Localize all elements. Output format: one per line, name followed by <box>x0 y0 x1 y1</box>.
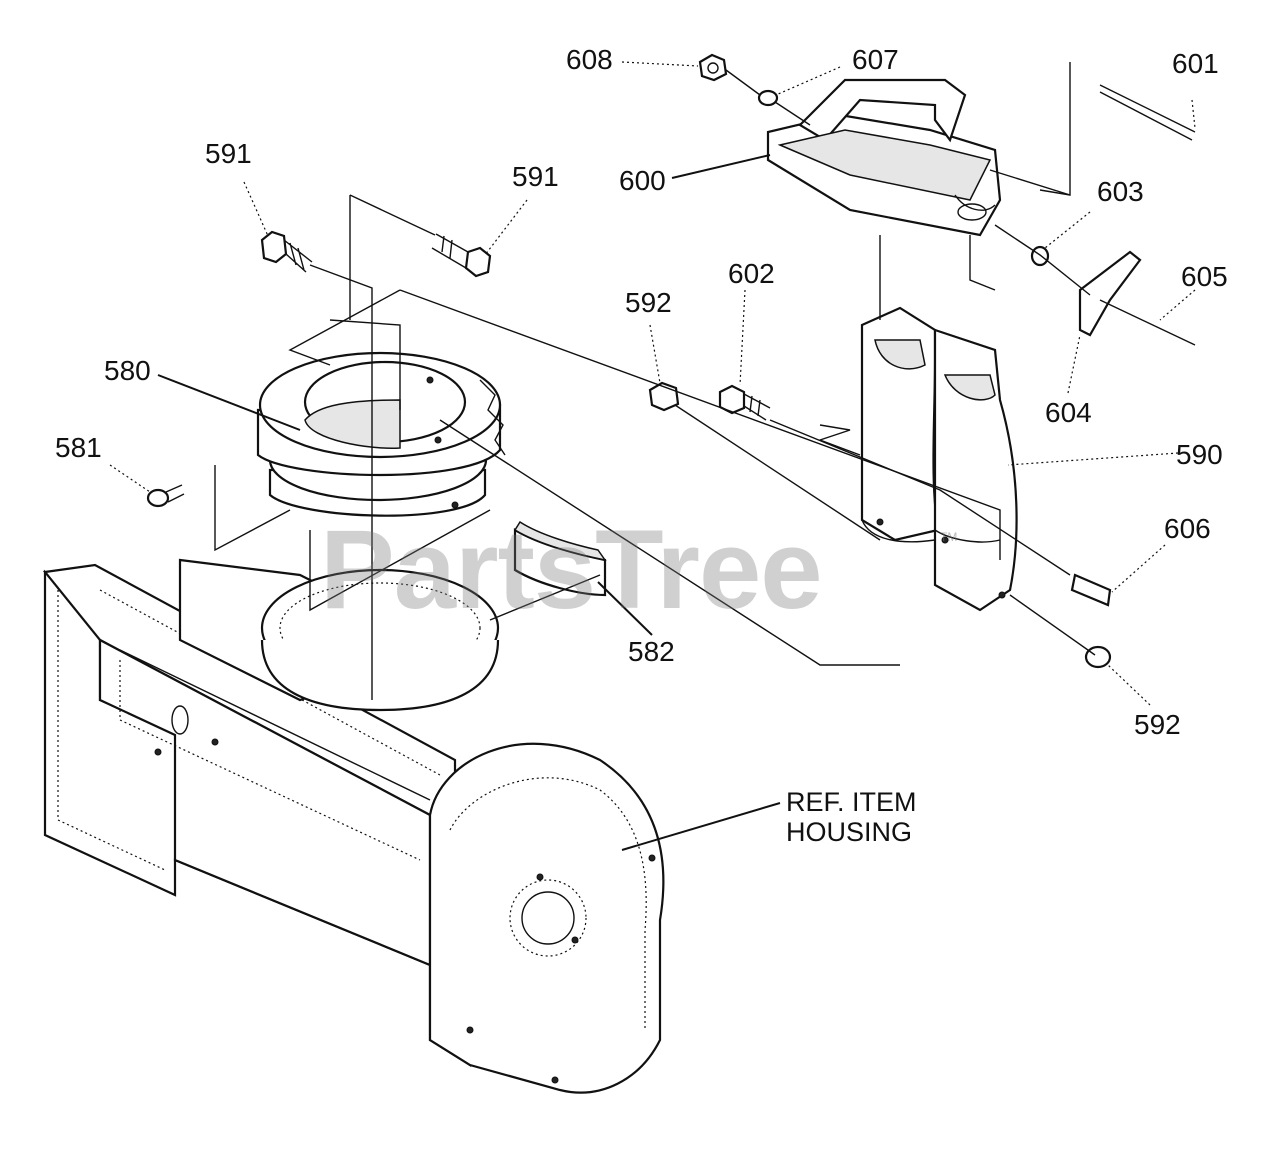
chute-590-drawing <box>860 306 1018 612</box>
part-label-580[interactable]: 580 <box>104 355 151 386</box>
washer-603-drawing <box>1030 245 1050 267</box>
pin-606-drawing <box>1070 573 1112 607</box>
screw-581-drawing <box>146 484 185 508</box>
bolt-591-right-drawing <box>431 233 492 278</box>
part-label-606[interactable]: 606 <box>1164 513 1211 544</box>
housing-drawing <box>42 558 665 1094</box>
nut-608-drawing <box>698 53 728 82</box>
bolt-591-left-drawing <box>260 230 313 273</box>
knob-604-drawing <box>1078 250 1142 337</box>
ring-580-drawing <box>256 351 506 517</box>
part-label-592-top[interactable]: 592 <box>625 287 672 318</box>
part-label-591-right[interactable]: 591 <box>512 161 559 192</box>
nut-592-bottom-drawing <box>1084 645 1112 669</box>
part-label-600[interactable]: 600 <box>619 165 666 196</box>
reference-line-1: REF. ITEM <box>786 787 917 817</box>
bolt-602-drawing <box>718 384 771 421</box>
part-label-603[interactable]: 603 <box>1097 176 1144 207</box>
part-label-607[interactable]: 607 <box>852 44 899 75</box>
part-label-582[interactable]: 582 <box>628 636 675 667</box>
partstree-watermark: PartsTree <box>320 507 823 632</box>
deflector-600-drawing <box>766 78 1002 237</box>
part-label-581[interactable]: 581 <box>55 432 102 463</box>
part-label-608[interactable]: 608 <box>566 44 613 75</box>
part-label-591-left[interactable]: 591 <box>205 138 252 169</box>
rod-601-drawing <box>1099 84 1196 141</box>
part-label-604[interactable]: 604 <box>1045 397 1092 428</box>
part-label-601[interactable]: 601 <box>1172 48 1219 79</box>
part-label-605[interactable]: 605 <box>1181 261 1228 292</box>
assembly-lines <box>109 61 1196 851</box>
reference-line-2: HOUSING <box>786 817 913 848</box>
watermark-tm-mark: TM <box>940 530 958 544</box>
part-label-590[interactable]: 590 <box>1176 439 1223 470</box>
washer-607-drawing <box>757 89 779 107</box>
part-label-592-bottom[interactable]: 592 <box>1134 709 1181 740</box>
reference-item-label: REF. ITEM HOUSING <box>786 787 917 847</box>
part-label-602[interactable]: 602 <box>728 258 775 289</box>
